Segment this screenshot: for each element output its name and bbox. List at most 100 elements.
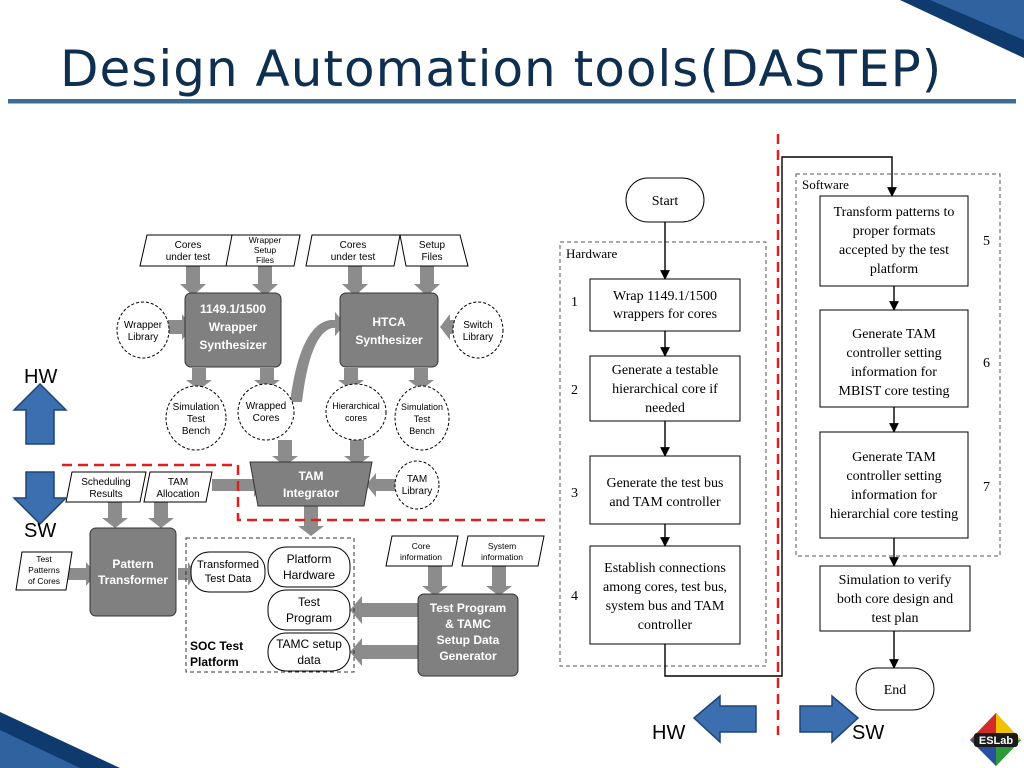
svg-text:End: End [884, 683, 907, 698]
svg-text:7: 7 [983, 480, 990, 495]
svg-text:6: 6 [983, 356, 990, 371]
left-arrow-icon [692, 694, 757, 744]
corner-decoration-top [900, 0, 1024, 58]
flowchart-connectors [660, 156, 899, 677]
software-group-box [795, 173, 1001, 557]
eslab-logo: ESLab [970, 713, 1021, 766]
hardware-group-label: Hardware [566, 246, 617, 261]
svg-text:3: 3 [571, 486, 578, 501]
hw-label-left: HW [24, 366, 58, 388]
slide-title: Design Automation tools(DASTEP) [60, 40, 943, 98]
hw-sw-boundary-left [62, 463, 548, 522]
soc-test-platform-box [185, 537, 355, 673]
soc-test-platform-label: SOC Test Platform [190, 639, 246, 669]
title-underline [8, 99, 1016, 104]
flowchart-start: Start [625, 177, 705, 223]
up-arrow-icon [12, 382, 68, 445]
software-group-label: Software [802, 177, 849, 192]
right-arrow-icon [799, 694, 860, 744]
svg-text:4: 4 [571, 589, 578, 604]
svg-text:Start: Start [652, 194, 679, 209]
flowchart-end: End [855, 667, 935, 711]
sw-label-left: SW [24, 520, 57, 542]
corner-decoration-bottom [0, 712, 120, 768]
hw-label-bottom: HW [652, 722, 686, 744]
svg-text:ESLab: ESLab [979, 735, 1014, 747]
down-arrow-icon [12, 471, 68, 526]
svg-text:5: 5 [983, 234, 990, 249]
svg-text:1: 1 [571, 295, 578, 310]
svg-text:2: 2 [571, 383, 578, 398]
left-diagram-connectors [62, 264, 512, 666]
sw-label-bottom: SW [852, 722, 885, 744]
